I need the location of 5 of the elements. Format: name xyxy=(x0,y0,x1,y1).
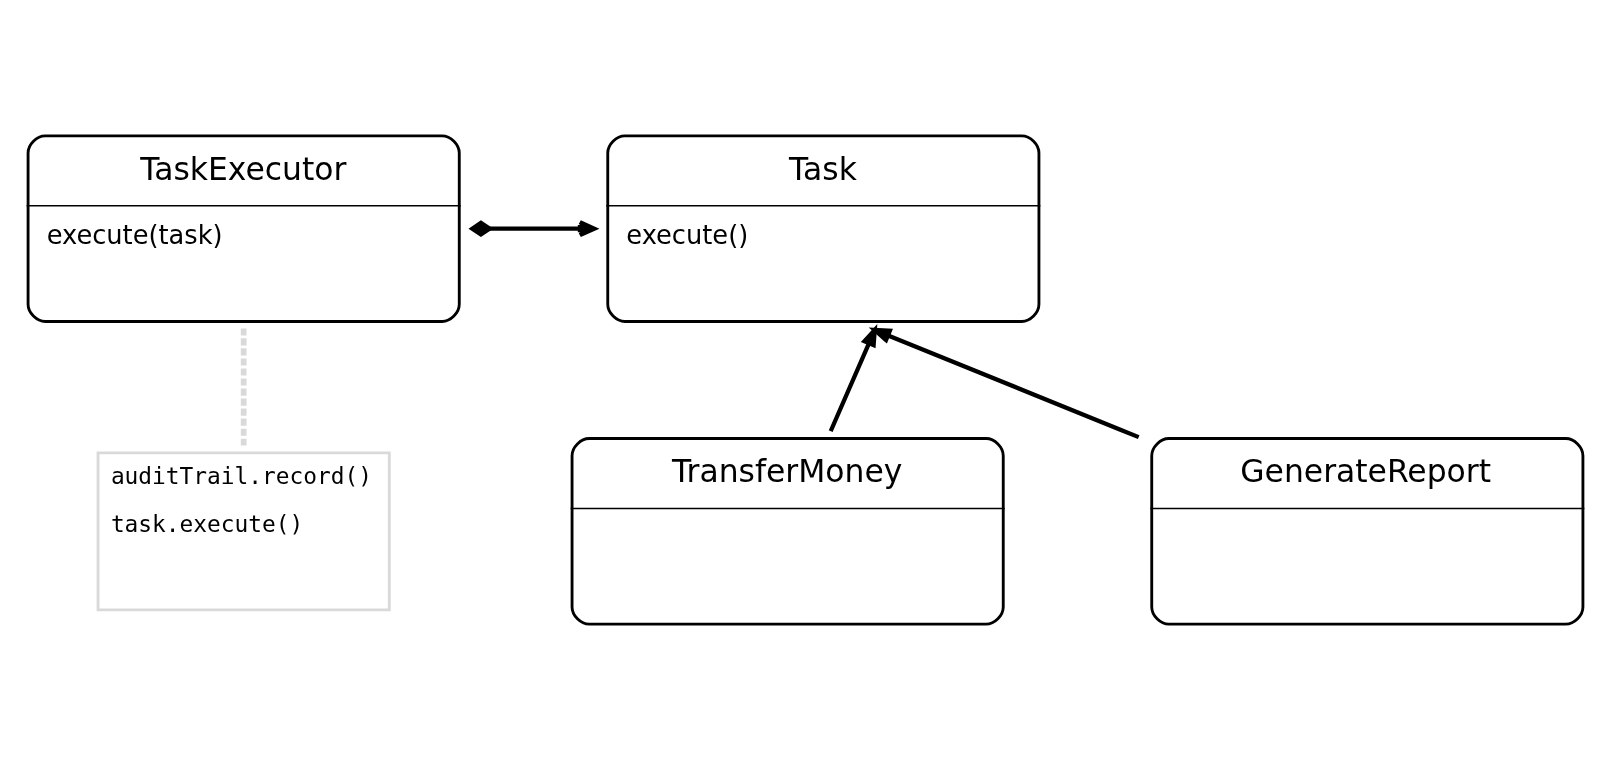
node-box: auditTrail.record() task.execute() xyxy=(96,450,391,611)
arrow xyxy=(868,327,1140,439)
connector xyxy=(240,328,247,446)
arrow xyxy=(468,219,597,237)
arrow xyxy=(828,323,878,432)
